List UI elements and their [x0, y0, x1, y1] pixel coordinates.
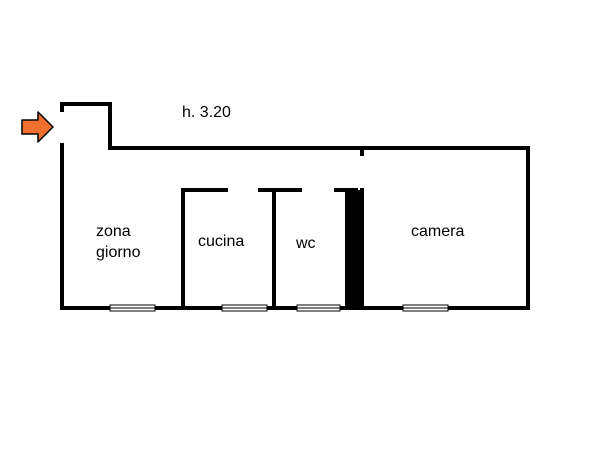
room-label-wc: wc: [295, 235, 316, 252]
structural-wall: [345, 190, 362, 309]
room-label-cucina: cucina: [198, 233, 244, 250]
windows: [109, 304, 449, 312]
ceiling-height-label: h. 3.20: [182, 104, 231, 121]
entrance-arrow-icon: [21, 111, 54, 143]
interior-walls: [181, 146, 364, 310]
room-label-zona-giorno: zona: [96, 223, 131, 240]
room-label-zona-giorno-line2: giorno: [96, 244, 141, 261]
outer-walls: [60, 102, 530, 310]
room-label-camera: camera: [411, 223, 464, 240]
